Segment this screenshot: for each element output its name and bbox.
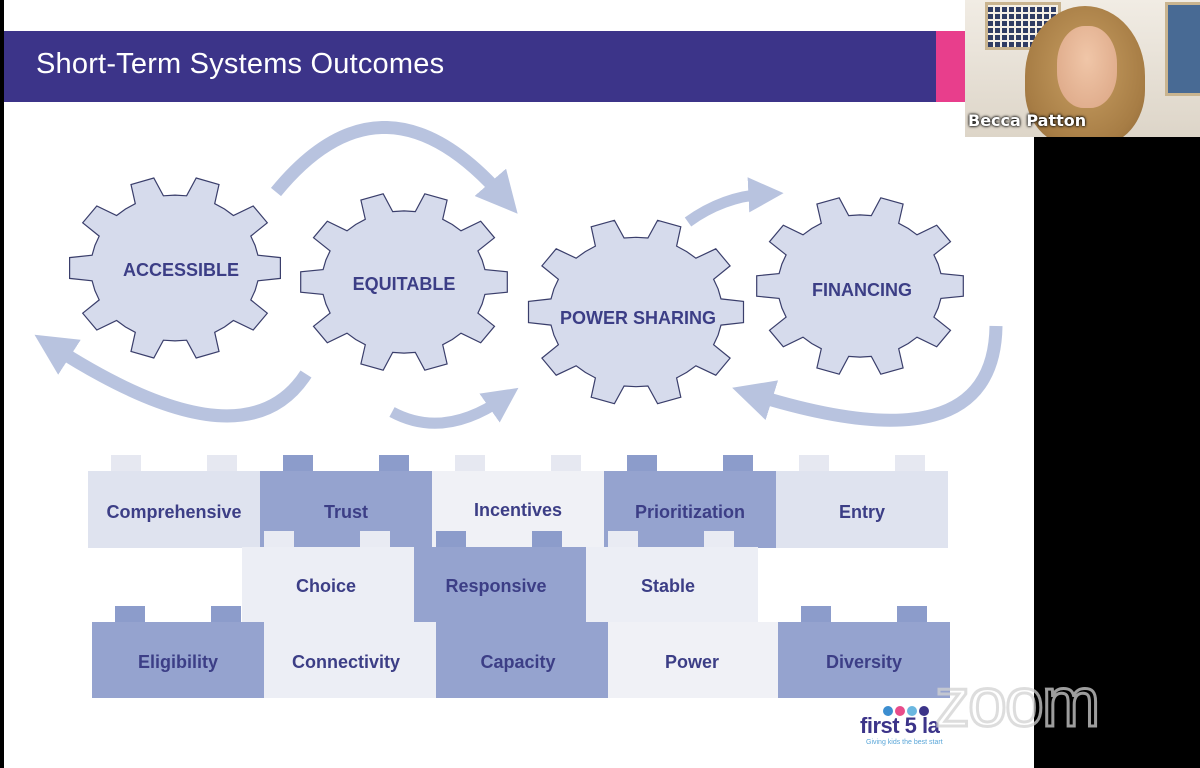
participant-name-label: Becca Patton <box>968 111 1087 130</box>
block-eligibility: Eligibility <box>92 606 264 698</box>
block-stud <box>532 531 562 549</box>
block-label: Diversity <box>826 652 902 672</box>
block-stud <box>379 455 409 473</box>
block-label: Choice <box>296 576 356 596</box>
arrow-top-left <box>270 121 518 214</box>
arrow-bottom-left <box>34 334 312 423</box>
block-choice: Choice <box>242 531 414 624</box>
gear-accessible: ACCESSIBLE <box>69 177 281 359</box>
gear-power-sharing: POWER SHARING <box>527 219 745 405</box>
presentation-slide: Short-Term Systems Outcomes ACCESSIBLE E… <box>4 0 1034 768</box>
block-stud <box>551 455 581 473</box>
gear-shape <box>756 197 964 375</box>
block-stud <box>627 455 657 473</box>
block-label: Incentives <box>474 500 562 520</box>
gear-label-accessible: ACCESSIBLE <box>123 260 239 280</box>
block-entry: Entry <box>776 455 948 548</box>
block-diversity: Diversity <box>778 606 950 698</box>
gear-shape <box>527 219 745 405</box>
block-stud <box>115 606 145 624</box>
block-stud <box>799 455 829 473</box>
block-responsive: Responsive <box>414 531 586 624</box>
block-label: Power <box>665 652 719 672</box>
block-stud <box>608 531 638 549</box>
block-body <box>436 622 608 698</box>
block-body <box>414 547 586 624</box>
block-body <box>88 471 260 548</box>
blocks-row-3: Eligibility Connectivity Capacity Power … <box>92 606 950 698</box>
gear-label-equitable: EQUITABLE <box>353 274 456 294</box>
block-power: Power <box>608 622 780 698</box>
zoom-watermark: zoom <box>933 662 1101 743</box>
block-stud <box>111 455 141 473</box>
block-body <box>264 622 436 698</box>
block-body <box>92 622 264 698</box>
block-stud <box>211 606 241 624</box>
slide-header-accent <box>936 31 966 102</box>
logo-text: first 5 la <box>860 713 940 738</box>
block-label: Trust <box>324 502 368 522</box>
gear-financing: FINANCING <box>756 197 964 375</box>
block-stud <box>283 455 313 473</box>
block-body <box>778 622 950 698</box>
block-trust: Trust <box>260 455 432 548</box>
block-label: Responsive <box>445 576 546 596</box>
block-stud <box>264 531 294 549</box>
block-label: Prioritization <box>635 502 745 522</box>
block-comprehensive: Comprehensive <box>88 455 260 548</box>
logo-dots-icon <box>883 706 929 716</box>
block-body <box>586 547 758 624</box>
block-label: Stable <box>641 576 695 596</box>
block-stud <box>895 455 925 473</box>
block-label: Connectivity <box>292 652 400 672</box>
participant-video-tile[interactable]: Becca Patton <box>965 0 1200 137</box>
blocks-row-2: Choice Responsive Stable <box>242 531 758 624</box>
block-stud <box>436 531 466 549</box>
block-capacity: Capacity <box>436 622 608 698</box>
participant-face <box>1057 26 1117 108</box>
gear-equitable: EQUITABLE <box>300 193 508 371</box>
block-label: Entry <box>839 502 885 522</box>
block-stud <box>801 606 831 624</box>
block-stud <box>704 531 734 549</box>
gear-label-power-sharing: POWER SHARING <box>560 308 716 328</box>
block-stud <box>455 455 485 473</box>
logo-tagline: Giving kids the best start <box>866 739 943 746</box>
block-stud <box>360 531 390 549</box>
block-body <box>242 547 414 624</box>
arrow-top-right <box>684 177 784 227</box>
systems-diagram: ACCESSIBLE EQUITABLE POWER SHARING FINAN… <box>34 121 1003 698</box>
blocks-row-1: Comprehensive Trust Incentives Prioritiz… <box>88 455 948 548</box>
first5la-logo: first 5 la Giving kids the best start <box>858 705 958 755</box>
slide-title: Short-Term Systems Outcomes <box>36 48 445 80</box>
gear-label-financing: FINANCING <box>812 280 912 300</box>
block-body <box>608 622 780 698</box>
block-label: Capacity <box>480 652 555 672</box>
gear-shape <box>300 193 508 371</box>
block-stud <box>207 455 237 473</box>
block-connectivity: Connectivity <box>264 622 436 698</box>
wall-art <box>1165 2 1200 96</box>
block-stud <box>723 455 753 473</box>
block-stable: Stable <box>586 531 758 624</box>
slide-header-bar <box>4 31 936 102</box>
block-body <box>776 471 948 548</box>
block-stud <box>897 606 927 624</box>
cycle-arrows <box>34 121 1003 429</box>
block-label: Eligibility <box>138 652 218 672</box>
gear-shape <box>69 177 281 359</box>
block-label: Comprehensive <box>106 502 241 522</box>
arrow-bottom-right <box>732 325 1003 427</box>
arrow-bottom-middle <box>389 387 519 429</box>
